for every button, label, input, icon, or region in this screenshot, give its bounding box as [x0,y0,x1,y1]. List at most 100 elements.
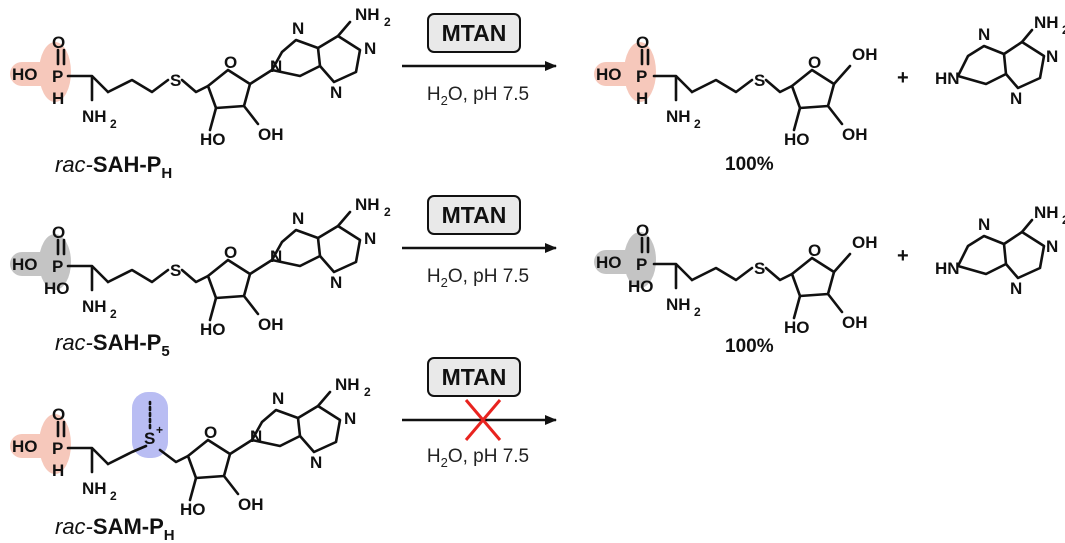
svg-text:O: O [52,33,65,52]
reaction-arrow-1: MTAN H2O, pH 7.5 [402,13,557,108]
svg-text:S: S [170,71,181,90]
svg-text:NH: NH [335,375,360,394]
enzyme-label: MTAN [442,202,507,228]
svg-text:2: 2 [364,385,371,399]
svg-text:N: N [292,209,304,228]
svg-text:HN: HN [935,259,960,278]
svg-text:HO: HO [596,65,622,84]
reactant-sam-ph: O P HO H NH 2 S + O HO OH N N NH 2 N N r… [10,375,371,543]
svg-text:O: O [224,243,237,262]
svg-text:NH: NH [1034,203,1059,222]
reaction-arrow-2: MTAN H2O, pH 7.5 [402,195,557,290]
svg-text:P: P [636,255,647,274]
yield-label: 100% [725,154,774,175]
svg-text:rac-SAH-PH: rac-SAH-PH [55,152,172,182]
svg-text:N: N [364,229,376,248]
reactant-prefix: rac- [55,514,93,539]
svg-text:N: N [1046,237,1058,256]
reaction-arrow-3-blocked: MTAN H2O, pH 7.5 [402,357,557,470]
svg-text:OH: OH [852,233,878,252]
svg-text:HO: HO [784,318,810,337]
svg-text:2: 2 [1062,23,1065,37]
svg-text:OH: OH [258,125,284,144]
svg-text:N: N [250,427,262,446]
svg-text:NH: NH [355,5,380,24]
svg-text:NH: NH [82,297,107,316]
svg-text:2: 2 [110,117,117,131]
condition-label: H2O, pH 7.5 [427,446,529,470]
svg-text:NH: NH [82,107,107,126]
svg-text:2: 2 [694,117,701,131]
svg-text:HO: HO [628,277,654,296]
svg-text:O: O [808,53,821,72]
svg-text:HO: HO [12,65,38,84]
svg-text:HO: HO [12,437,38,456]
svg-text:P: P [636,67,647,86]
svg-text:NH: NH [82,479,107,498]
enzyme-box [427,195,521,235]
svg-text:H: H [636,89,648,108]
product-ribose-phosphinate: O P HO H NH 2 S O HO OH OH 100% [594,33,878,175]
svg-text:2: 2 [110,489,117,503]
svg-text:O: O [52,405,65,424]
reactant-subscript: H [161,165,172,182]
svg-text:HO: HO [12,255,38,274]
reactant-prefix: rac- [55,330,93,355]
phosphinate-highlight-bar [10,62,68,86]
enzyme-box [427,357,521,397]
svg-text:rac-SAM-PH: rac-SAM-PH [55,514,175,543]
svg-text:OH: OH [258,315,284,334]
reactant-subscript: H [164,527,175,543]
svg-text:2: 2 [1062,213,1065,227]
svg-text:N: N [272,389,284,408]
svg-text:2: 2 [110,307,117,321]
svg-text:HO: HO [596,253,622,272]
svg-text:H: H [52,461,64,480]
product-adenine: HN N NH 2 N N [935,203,1065,298]
svg-text:NH: NH [355,195,380,214]
svg-text:O: O [224,53,237,72]
svg-text:OH: OH [842,313,868,332]
svg-text:O: O [636,221,649,240]
svg-text:2: 2 [384,15,391,29]
svg-text:S: S [754,259,765,278]
reactant-subscript: 5 [161,343,169,360]
svg-text:OH: OH [852,45,878,64]
plus-sign: + [897,245,909,267]
reactant-sah-p5: O P HO HO NH 2 S O HO OH N N NH 2 N N ra… [10,195,391,360]
svg-text:P: P [52,257,63,276]
svg-text:N: N [978,215,990,234]
svg-text:O: O [52,223,65,242]
reactant-name: SAM-P [93,514,164,539]
plus-sign: + [897,67,909,89]
svg-text:N: N [978,25,990,44]
svg-text:HO: HO [44,279,70,298]
svg-text:N: N [1046,47,1058,66]
svg-text:N: N [344,409,356,428]
svg-text:P: P [52,67,63,86]
svg-text:NH: NH [1034,13,1059,32]
svg-text:O: O [636,33,649,52]
svg-text:S: S [170,261,181,280]
svg-text:N: N [330,83,342,102]
reactant-sah-ph: O P HO H NH 2 S O HO OH N N NH 2 N N rac… [10,5,391,182]
sulfonium-charge: + [156,423,163,437]
enzyme-label: MTAN [442,20,507,46]
product-ribose-phosphonate: O P HO HO NH 2 S O HO OH OH 100% [594,221,878,357]
svg-text:O: O [808,241,821,260]
product-adenine: HN N NH 2 N N [935,13,1065,108]
svg-text:2: 2 [384,205,391,219]
svg-text:N: N [364,39,376,58]
condition-label: H2O, pH 7.5 [427,266,529,290]
svg-text:HO: HO [200,320,226,339]
yield-label: 100% [725,336,774,357]
svg-text:O: O [204,423,217,442]
condition-label: H2O, pH 7.5 [427,84,529,108]
svg-text:N: N [270,247,282,266]
reactant-prefix: rac- [55,152,93,177]
svg-text:HO: HO [200,130,226,149]
svg-text:P: P [52,439,63,458]
svg-text:N: N [1010,279,1022,298]
svg-text:N: N [292,19,304,38]
svg-text:N: N [1010,89,1022,108]
